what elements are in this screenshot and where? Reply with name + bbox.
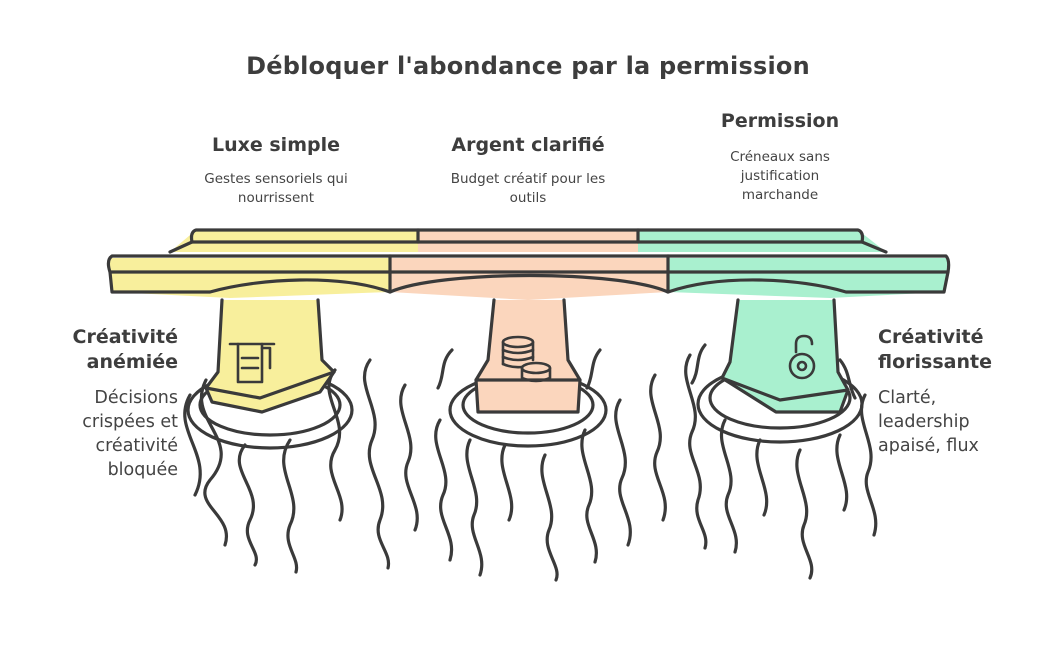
coin-stack-icon (501, 335, 552, 383)
pillar-3 (720, 298, 850, 414)
pillar-3-description: Créneaux sans justification marchande (730, 149, 830, 203)
left-title: Créativité anémiée (72, 326, 178, 373)
water-lines (183, 343, 878, 582)
right-title: Créativité florissante (878, 326, 992, 373)
unlocked-padlock-icon (788, 334, 816, 380)
diagram-title: Débloquer l'abondance par la permission (246, 52, 810, 80)
bridge-deck (106, 228, 951, 300)
pillar-2-description: Budget créatif pour les outils (450, 171, 606, 206)
pillar-1-title: Luxe simple (211, 134, 340, 156)
left-description: Décisions crispées et créativité bloquée (82, 388, 178, 480)
pillar-1-description: Gestes sensoriels qui nourrissent (204, 171, 348, 206)
towel-rack-icon (228, 342, 276, 384)
pillar-2 (474, 298, 582, 414)
right-description: Clarté, leadership apaisé, flux (878, 388, 979, 456)
pillar-2-title: Argent clarifié (451, 134, 605, 156)
pillar-3-title: Permission (720, 110, 840, 132)
